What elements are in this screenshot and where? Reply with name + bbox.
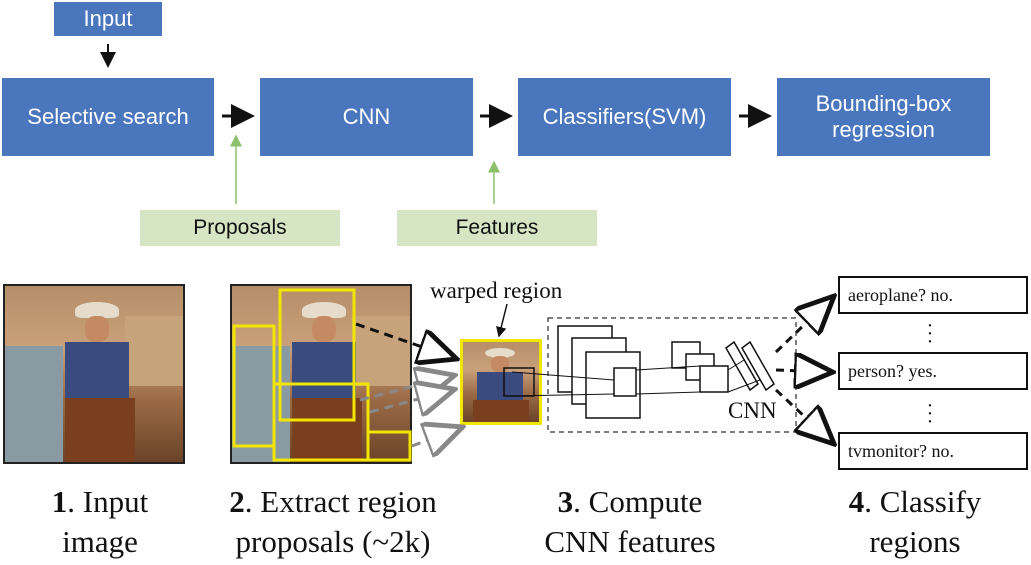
input-box: Input [54, 2, 162, 36]
proposal-box-person [278, 288, 356, 422]
selective-search-box: Selective search [2, 78, 214, 156]
ellipsis-vertical-1: ··· [926, 315, 934, 353]
class-arrow-aeroplane [774, 298, 832, 354]
step-4-line1: . Classify [864, 484, 982, 519]
proposal-box-small [366, 430, 412, 462]
class-box-person: person? yes. [838, 352, 1028, 390]
dashed-arrow-main [355, 322, 454, 358]
step-4-line2: regions [869, 524, 961, 559]
step-3-number: 3 [557, 484, 574, 519]
step-1-line1: . Input [67, 484, 149, 519]
dashed-arrow-gray-1 [359, 376, 452, 400]
features-label: Features [397, 210, 597, 246]
step-3-line2: CNN features [544, 524, 716, 559]
warped-region-pointer [496, 303, 508, 338]
dashed-arrow-gray-3 [411, 428, 460, 446]
proposal-box-horse [272, 382, 370, 462]
step-2-caption: 2. Extract region proposals (~2k) [194, 482, 472, 562]
class-box-aeroplane: aeroplane? no. [838, 276, 1028, 314]
step-2-line2: proposals (~2k) [235, 524, 431, 559]
step-2-line1: . Extract region [244, 484, 437, 519]
warped-region-photo [460, 339, 542, 425]
cnn-box: CNN [260, 78, 473, 156]
class-arrow-tvmonitor [774, 388, 832, 442]
proposal-box-left [232, 324, 276, 448]
bbox-regression-box: Bounding-box regression [777, 78, 990, 156]
step-1-number: 1 [51, 484, 68, 519]
step-3-caption: 3. Compute CNN features [510, 482, 750, 562]
warped-region-label: warped region [430, 278, 563, 303]
input-image-photo [3, 284, 185, 464]
ellipsis-vertical-2: ··· [926, 395, 934, 433]
class-arrow-person [775, 370, 830, 372]
step-4-caption: 4. Classify regions [810, 482, 1020, 562]
proposals-image-photo [230, 284, 412, 464]
proposals-label: Proposals [140, 210, 340, 246]
step-4-number: 4 [848, 484, 865, 519]
step-1-line2: image [62, 524, 138, 559]
step-3-line1: . Compute [573, 484, 703, 519]
step-2-number: 2 [229, 484, 245, 519]
classifiers-box: Classifiers(SVM) [518, 78, 731, 156]
cnn-diagram-label: CNN [728, 398, 777, 423]
class-box-tvmonitor: tvmonitor? no. [838, 432, 1028, 470]
step-1-caption: 1. Input image [10, 482, 190, 562]
